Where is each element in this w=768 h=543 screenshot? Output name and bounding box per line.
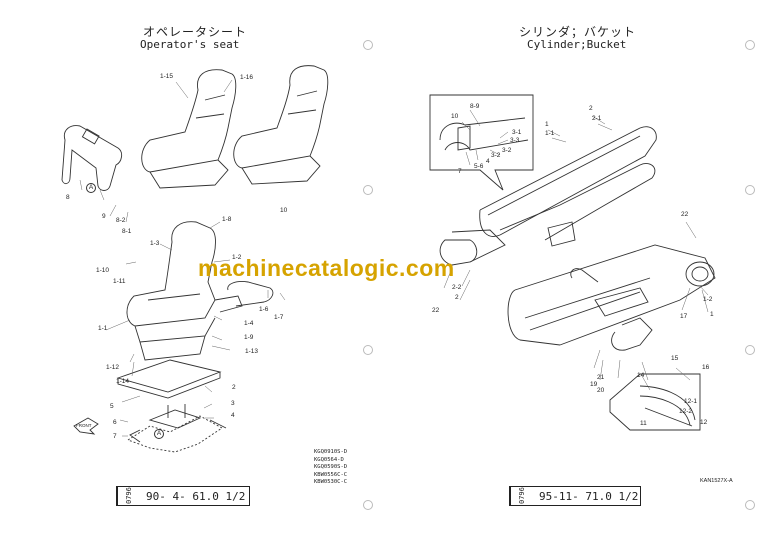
inset-detail-top xyxy=(429,94,534,191)
seat-drawing-top-left xyxy=(141,69,237,189)
callout-label: 9 xyxy=(102,213,106,220)
cylinder-tube-drawing xyxy=(439,126,657,266)
callout-label: 5-6 xyxy=(474,163,484,170)
callout-label: 1-11 xyxy=(113,278,126,285)
callout-label: 8-2 xyxy=(116,217,126,224)
punch-hole xyxy=(363,40,373,50)
callout-label: 22 xyxy=(432,307,440,314)
callout-label: 12 xyxy=(700,419,708,426)
serial-item: KBW0556C-C xyxy=(314,471,348,478)
callout-label: 21 xyxy=(597,374,605,381)
seat-belt-drawing xyxy=(61,125,123,191)
callout-label: 17 xyxy=(680,313,688,320)
callout-label: 2 xyxy=(232,384,236,391)
callout-label: 3-2 xyxy=(502,147,512,154)
callout-label: 2 xyxy=(589,105,593,112)
ref-number: 95-11- 71.0 1/2 xyxy=(539,489,639,503)
seat-drawing-top-right xyxy=(233,65,329,185)
serial-item: KGQ0564-D xyxy=(314,456,344,463)
serial-item: KBW0530C-C xyxy=(314,479,348,485)
base-plate-drawing xyxy=(116,359,227,453)
callout-label: 1-6 xyxy=(259,306,269,313)
callout-label: 1-2 xyxy=(703,296,713,303)
left-title-en: Operator's seat xyxy=(140,38,240,51)
punch-hole xyxy=(745,345,755,355)
callout-label: 2-1 xyxy=(592,115,602,122)
main-seat-drawing xyxy=(126,221,274,361)
left-page-reference: 0796 90- 4- 61.0 1/2 xyxy=(116,486,250,506)
callout-label: 1-12 xyxy=(106,364,120,371)
callout-label: 1-3 xyxy=(150,240,160,247)
callout-label: 3-1 xyxy=(512,129,522,136)
callout-label: 1-14 xyxy=(116,378,130,385)
callout-label: 15 xyxy=(671,355,679,362)
detail-marker-a: A xyxy=(86,183,96,193)
right-page-reference: 0796 95-11- 71.0 1/2 xyxy=(509,486,641,506)
ref-number: 90- 4- 61.0 1/2 xyxy=(146,489,246,503)
callout-label: 14 xyxy=(637,372,645,379)
callout-label: 1-1 xyxy=(98,325,108,332)
right-title-en: Cylinder;Bucket xyxy=(527,38,627,51)
callout-label: 6 xyxy=(113,419,117,426)
watermark: machinecatalogic.com xyxy=(198,255,455,281)
callout-label: 1-1 xyxy=(545,130,555,137)
inset-detail-bottom xyxy=(609,373,701,431)
callout-label: 1-7 xyxy=(274,314,284,321)
callout-label: 7 xyxy=(458,168,462,175)
callout-label: 5 xyxy=(110,403,114,410)
callout-label: 10 xyxy=(280,207,288,214)
ref-code: 0796 xyxy=(117,487,140,505)
callout-label: 3 xyxy=(231,400,235,407)
punch-hole xyxy=(363,185,373,195)
left-title-jp: オペレータシート xyxy=(143,25,248,39)
callout-label: 8-9 xyxy=(470,103,480,110)
callout-label: 1-10 xyxy=(96,267,110,274)
punch-hole xyxy=(745,500,755,510)
callout-label: 1 xyxy=(710,311,714,318)
ref-code: 0796 xyxy=(510,487,533,505)
punch-hole xyxy=(745,40,755,50)
callout-label: 10 xyxy=(451,113,459,120)
callout-label: 1-2 xyxy=(232,254,242,261)
callout-label: 4 xyxy=(486,158,490,165)
callout-label: 16 xyxy=(702,364,710,371)
callout-label: 1-13 xyxy=(245,348,259,355)
callout-label: 2-2 xyxy=(452,284,462,291)
piston-rod-drawing xyxy=(507,244,716,351)
punch-hole xyxy=(363,345,373,355)
serial-item: KGQ0910S-D xyxy=(314,449,348,455)
callout-label: 3-3 xyxy=(510,137,520,144)
serial-item: KGQ0590S-D xyxy=(314,464,348,470)
front-label: FRONT xyxy=(76,423,92,428)
callout-label: 12-2 xyxy=(679,408,693,415)
punch-hole xyxy=(363,500,373,510)
callout-label: 1-15 xyxy=(160,73,174,80)
callout-label: 3-2 xyxy=(491,152,501,159)
punch-hole xyxy=(745,185,755,195)
callout-label: 7 xyxy=(113,433,117,440)
right-title-jp: シリンダ；バケット xyxy=(519,25,637,39)
callout-label: 8 xyxy=(66,194,70,201)
front-arrow xyxy=(73,417,99,435)
callout-label: 1-9 xyxy=(244,334,254,341)
callout-label: 4 xyxy=(231,412,235,419)
callout-label: 1-16 xyxy=(240,74,254,81)
callout-label: 2 xyxy=(455,294,459,301)
callout-label: 1-8 xyxy=(222,216,232,223)
callout-label: 11 xyxy=(640,420,647,427)
callout-label: 12-1 xyxy=(684,398,698,405)
callout-label: 22 xyxy=(681,211,689,218)
detail-marker-a: A xyxy=(154,429,164,439)
callout-label: 19 xyxy=(590,381,598,388)
callout-label: 1 xyxy=(545,121,549,128)
callout-label: 1-4 xyxy=(244,320,254,327)
drawing-code: KAN1527X-A xyxy=(700,478,733,484)
callout-label: 8-1 xyxy=(122,228,132,235)
callout-label: 20 xyxy=(597,387,605,394)
serial-list: KGQ0910S-D KGQ0564-D KGQ0590S-D KBW0556C… xyxy=(314,449,347,487)
